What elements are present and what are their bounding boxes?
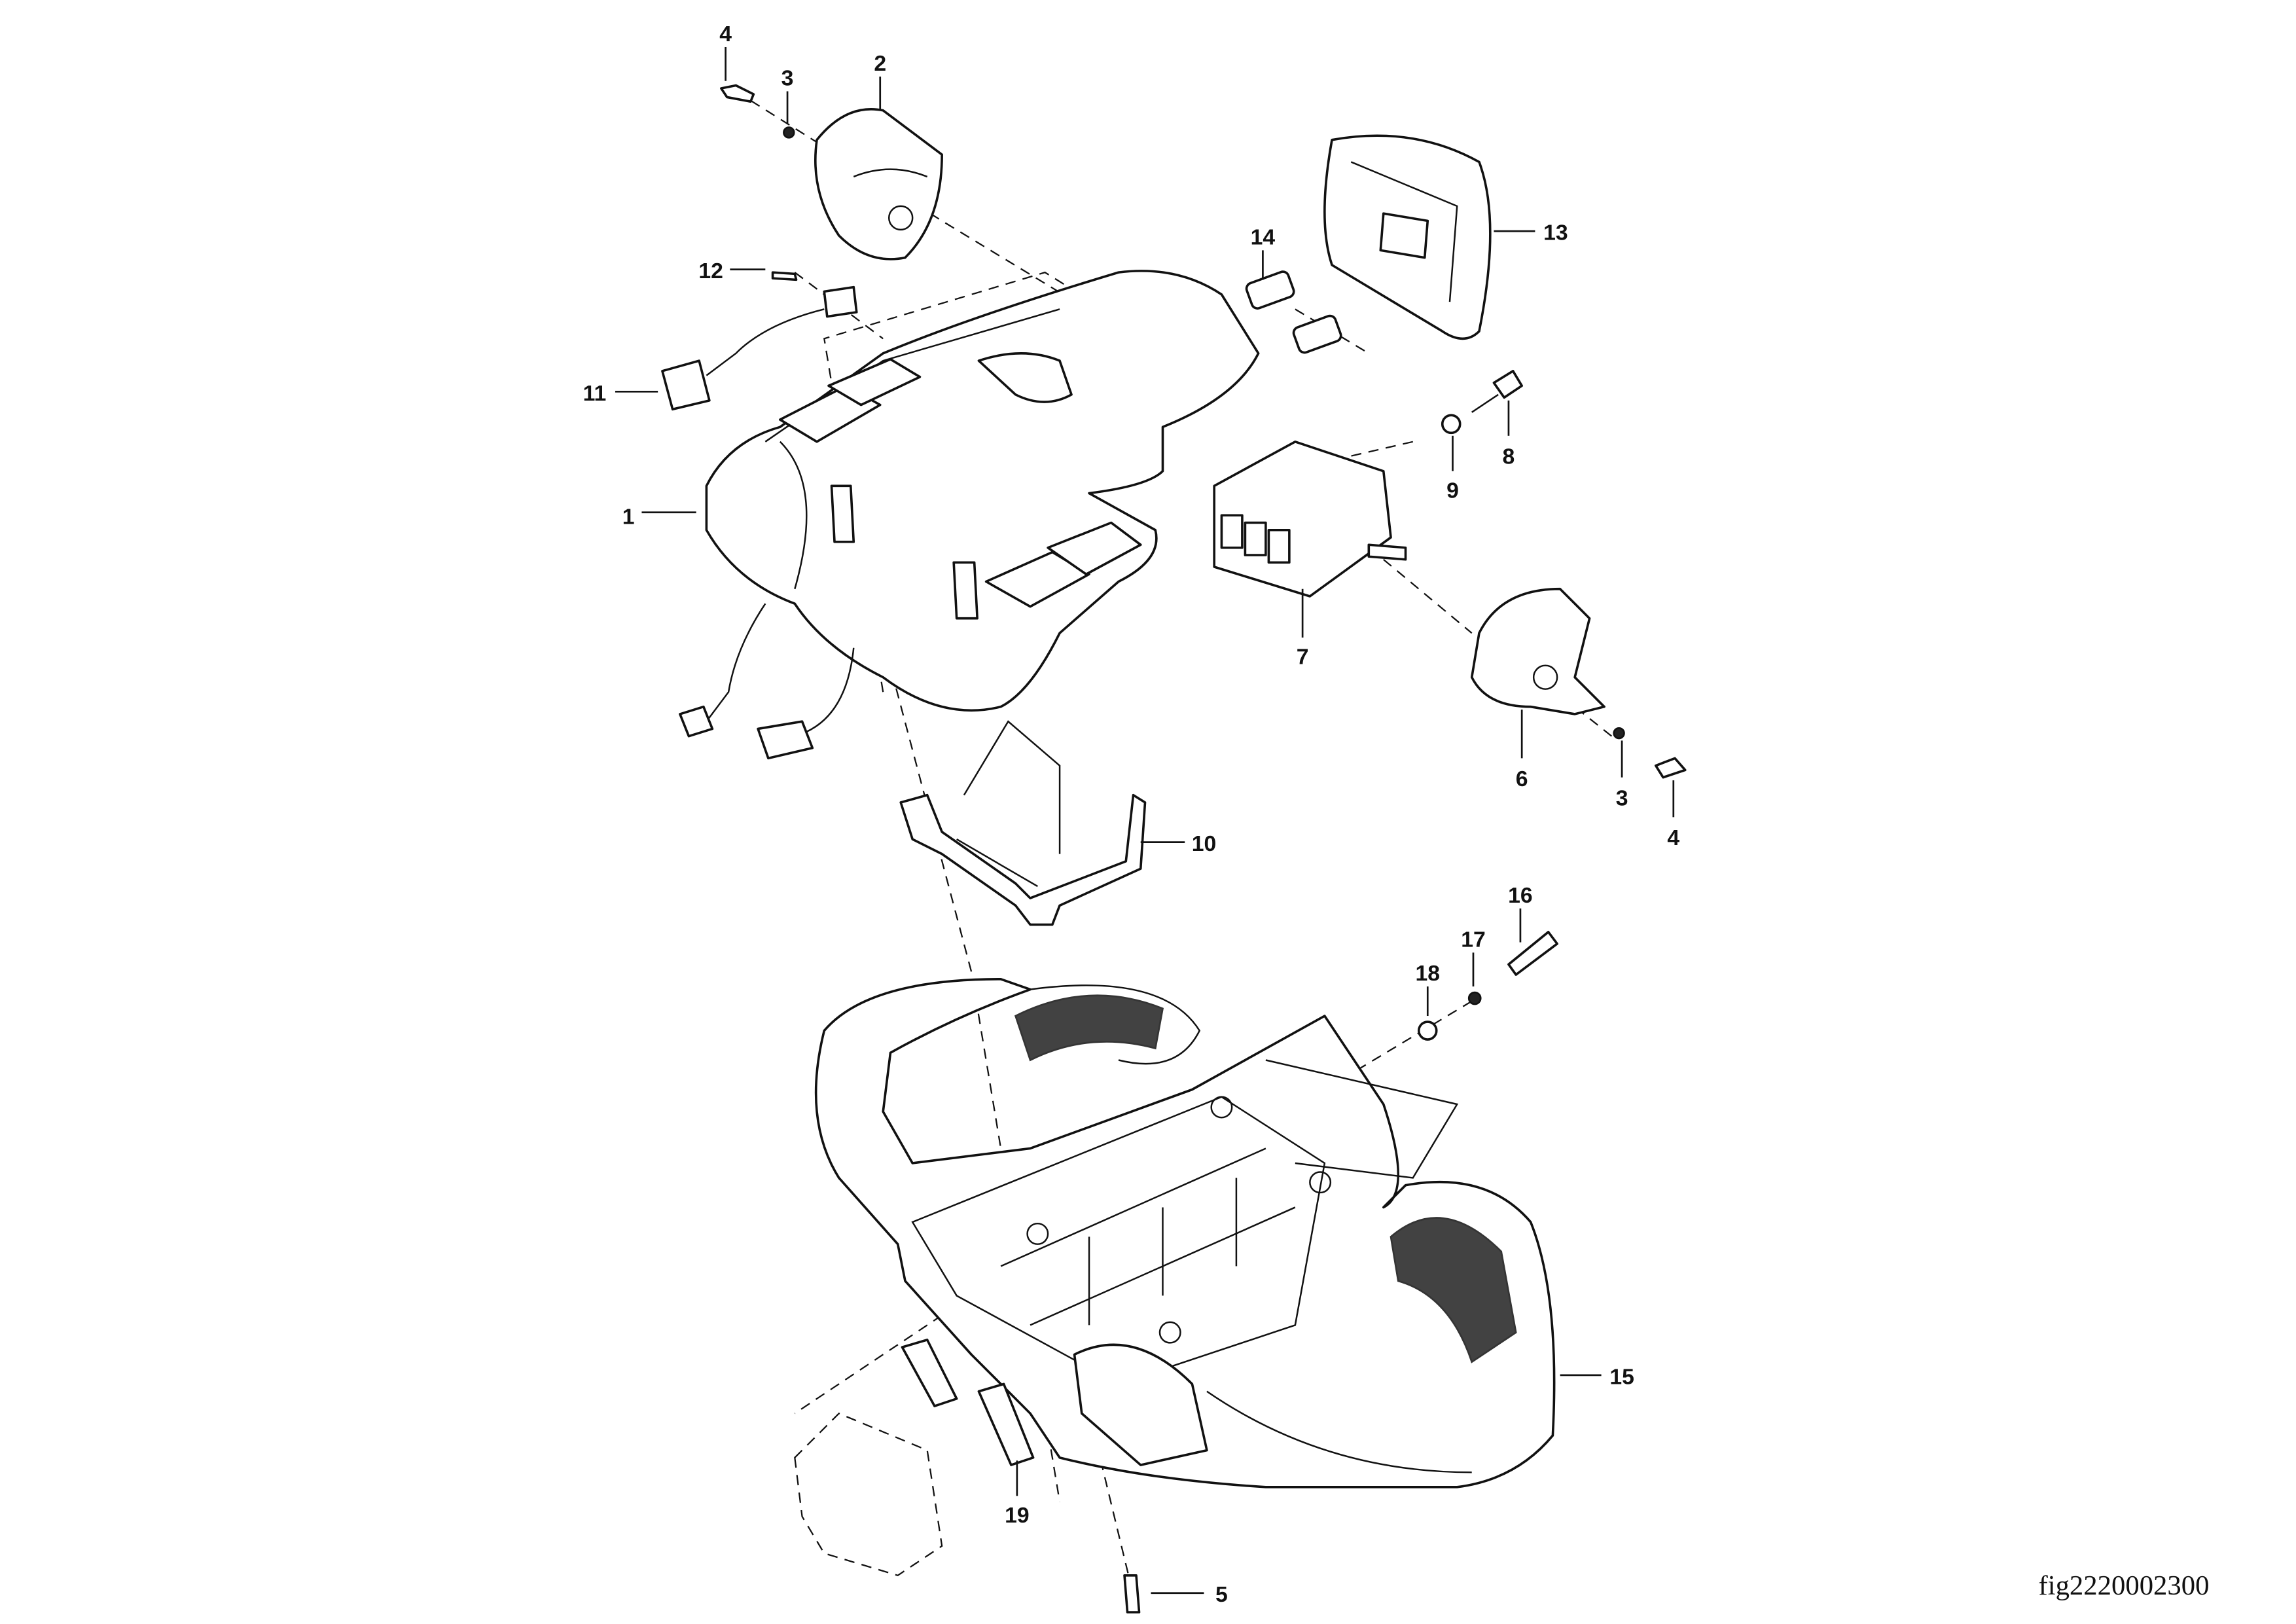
callout-2: 2	[874, 51, 886, 76]
callout-6: 6	[1516, 767, 1528, 791]
part-7-switch-block	[1213, 440, 1407, 598]
callout-16: 16	[1508, 883, 1533, 908]
part-3-washer-top	[783, 126, 795, 139]
part-3-washer-right	[1613, 727, 1625, 740]
part-17-lock-washer	[1467, 991, 1482, 1005]
part-4-screw-top	[720, 84, 755, 103]
callout-11: 11	[583, 381, 607, 406]
callout-14: 14	[1251, 225, 1276, 249]
callout-3-top: 3	[781, 65, 794, 90]
part-6-end-cap	[1470, 587, 1605, 715]
callout-3-right: 3	[1616, 785, 1628, 810]
callout-7: 7	[1297, 644, 1309, 669]
callout-8: 8	[1503, 444, 1515, 469]
part-16-bolt	[1507, 931, 1558, 976]
part-8-screw	[1471, 370, 1523, 413]
part-1-control-housing	[679, 270, 1260, 760]
part-11-connector	[661, 359, 711, 411]
figure-id-label: fig2220002300	[2038, 1570, 2209, 1601]
callout-12: 12	[698, 259, 723, 283]
part-2-end-cap	[814, 108, 943, 261]
callout-4-top: 4	[719, 22, 732, 46]
part-10-bracket	[899, 720, 1147, 926]
callout-10: 10	[1192, 831, 1217, 856]
callout-18: 18	[1416, 961, 1441, 986]
callout-5: 5	[1215, 1582, 1228, 1607]
callout-17: 17	[1461, 927, 1486, 952]
part-12-switch	[706, 271, 858, 376]
callouts: 4 3 2 12 11 1 14 13 8 9 7 6 3 4 10 16 17…	[583, 22, 1680, 1607]
callout-leaders	[615, 46, 1675, 1595]
part-4-screw-right	[1655, 757, 1687, 779]
callout-9: 9	[1446, 478, 1459, 503]
part-5-screw	[1123, 1574, 1141, 1614]
part-19-plates	[794, 1339, 1035, 1577]
part-14-springs	[1245, 270, 1342, 354]
callout-19: 19	[1005, 1503, 1030, 1528]
callout-1: 1	[622, 505, 635, 530]
part-9-washer	[1441, 414, 1462, 435]
callout-13: 13	[1543, 221, 1568, 245]
callout-4-right: 4	[1667, 825, 1679, 850]
part-13-cover	[1323, 134, 1492, 340]
part-15-handle-base	[814, 977, 1556, 1489]
part-18-washer	[1417, 1020, 1438, 1041]
callout-15: 15	[1609, 1364, 1634, 1389]
